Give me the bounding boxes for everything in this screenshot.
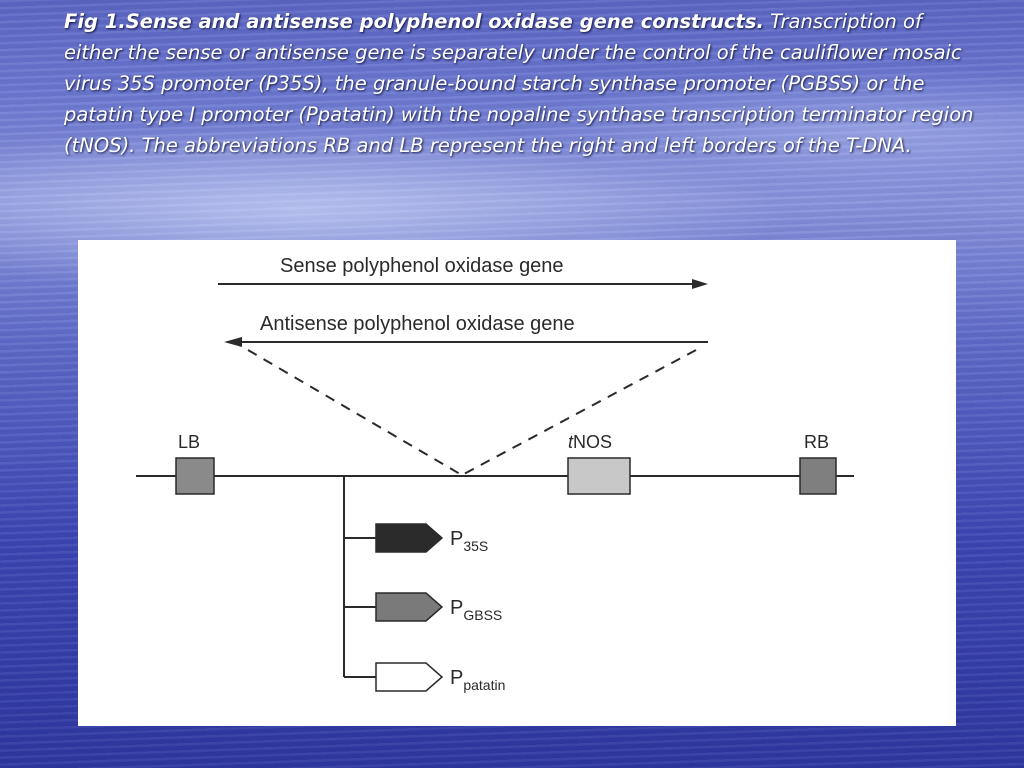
promoter-label-ppatatin: Ppatatin [450,667,505,693]
insertion-dash-right [463,349,697,475]
figure-caption: Fig 1.Sense and antisense polyphenol oxi… [64,6,974,161]
promoter-arrow-ppatatin [375,662,444,692]
sense-arrowhead [692,279,708,289]
tnos-label-italic: t [568,432,574,452]
promoter-arrow-p35s [375,523,444,553]
antisense-gene-label: Antisense polyphenol oxidase gene [260,313,575,335]
caption-lead: Fig 1.Sense and antisense polyphenol oxi… [64,10,764,33]
caption-body: Transcription of either the sense or ant… [64,10,974,157]
sense-gene-label: Sense polyphenol oxidase gene [280,255,564,277]
diagram-svg: Sense polyphenol oxidase gene Antisense … [136,255,854,693]
rb-box [799,457,837,495]
tnos-box [567,457,631,495]
promoter-label-pgbss: PGBSS [450,597,502,623]
tnos-label-rest: NOS [573,432,612,452]
promoter-options: P35S PGBSS Ppatatin [344,523,505,693]
lb-label: LB [178,432,200,452]
promoter-label-p35s: P35S [450,528,488,554]
insertion-dash-left [247,349,461,475]
tnos-label: tNOS [568,432,612,452]
antisense-arrowhead [224,337,242,347]
construct-diagram: Sense polyphenol oxidase gene Antisense … [78,240,956,726]
lb-box [175,457,215,495]
promoter-arrow-pgbss [375,592,444,622]
rb-label: RB [804,432,829,452]
